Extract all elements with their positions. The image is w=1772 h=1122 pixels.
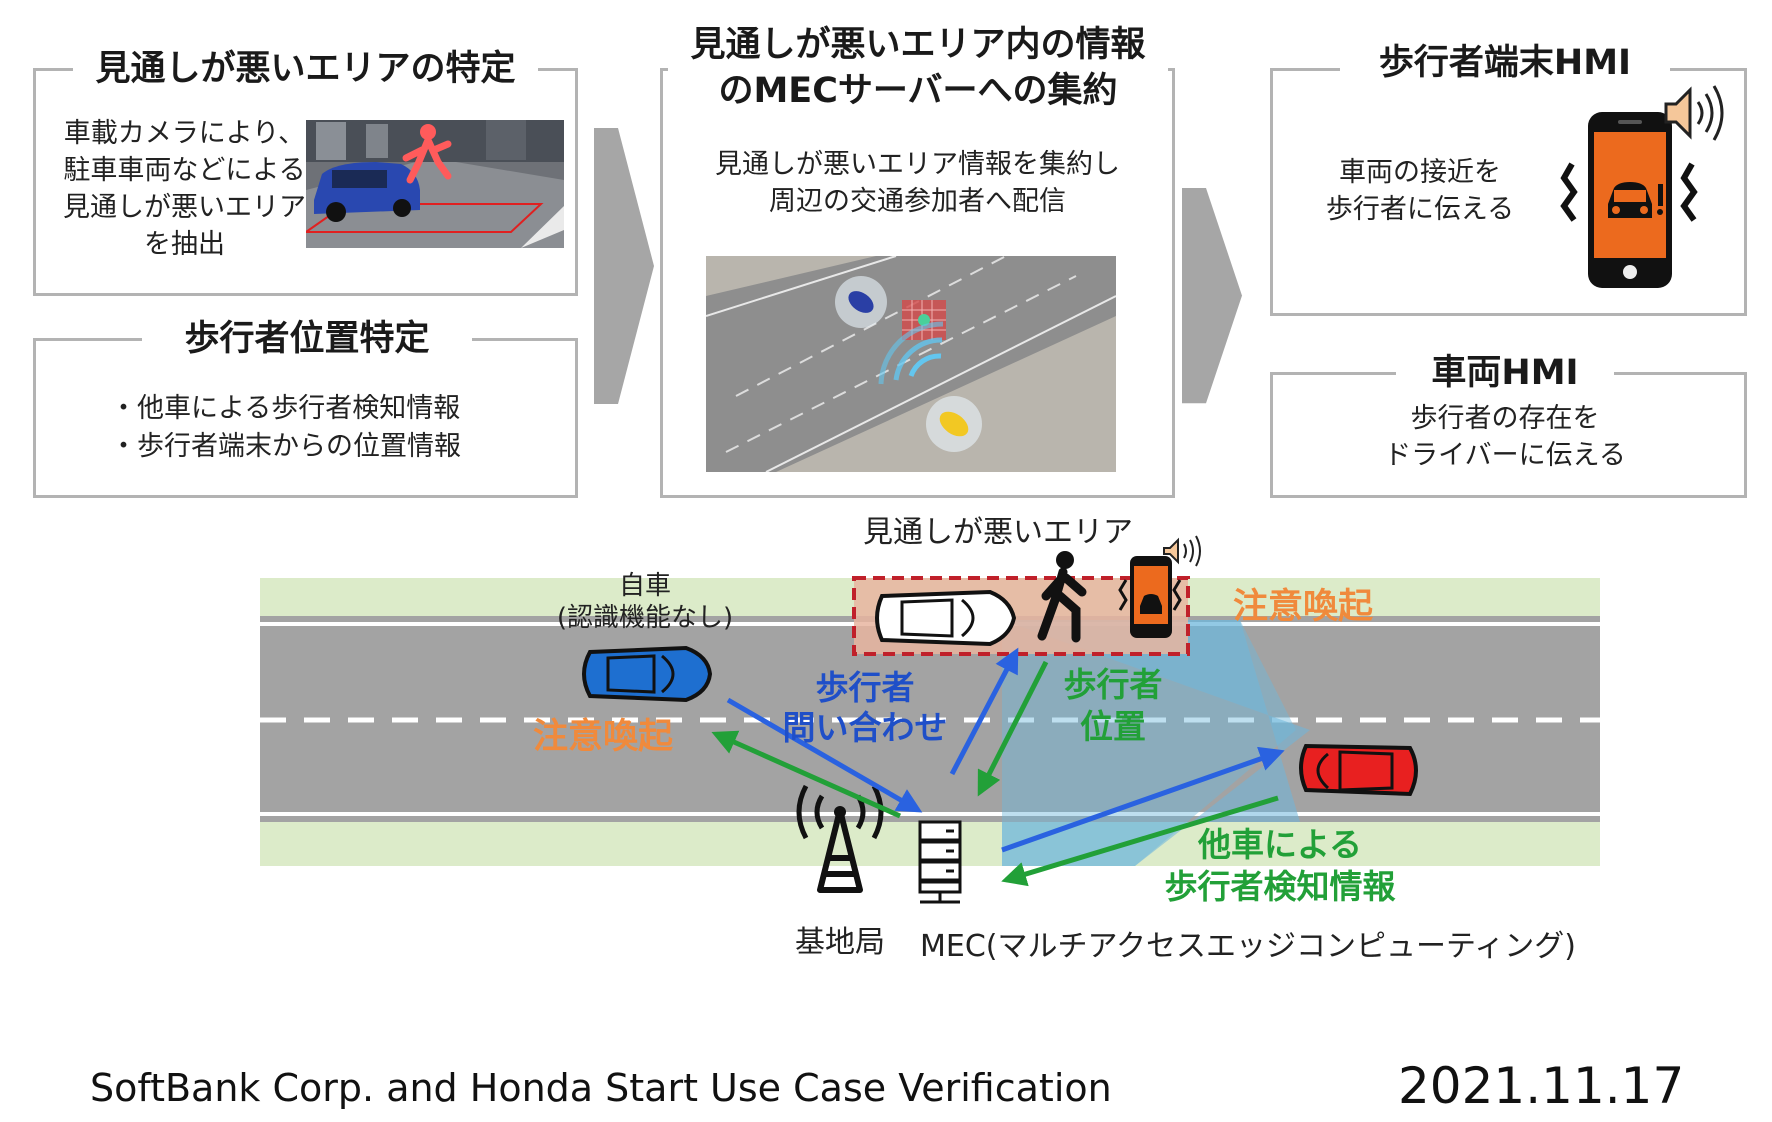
panel-pedestrian-position-title: 歩行者位置特定 bbox=[142, 316, 472, 362]
text-line: 歩行者の存在を bbox=[1410, 403, 1600, 434]
title-line: 見通しが悪いエリア内の情報 bbox=[690, 25, 1146, 65]
flow-arrow-1 bbox=[594, 128, 654, 404]
other-vehicle-car bbox=[1299, 743, 1418, 797]
text-line: を抽出 bbox=[144, 229, 225, 260]
parked-car bbox=[875, 589, 1017, 647]
text-line: 見通しが悪いエリア bbox=[63, 192, 306, 223]
panel-vehicle-hmi-text: 歩行者の存在を ドライバーに伝える bbox=[1340, 400, 1670, 474]
label-line: 歩行者 bbox=[815, 668, 915, 707]
panel-vehicle-hmi-title: 車両HMI bbox=[1396, 350, 1614, 396]
flow-arrow-2 bbox=[1182, 188, 1242, 404]
arrow-detection-to-mec bbox=[1001, 795, 1279, 887]
panel-pedestrian-hmi-text: 車両の接近を 歩行者に伝える bbox=[1300, 154, 1540, 228]
panel-mec-aggregation-text: 見通しが悪いエリア情報を集約し 周辺の交通参加者へ配信 bbox=[670, 146, 1165, 220]
arrow-position-to-mec bbox=[977, 660, 1049, 797]
label-line: 他車による bbox=[1197, 825, 1362, 864]
text-line: 車両の接近を bbox=[1339, 157, 1501, 188]
panel-area-identification-text: 車載カメラにより、 駐車車両などによる 見通しが悪いエリア を抽出 bbox=[52, 115, 317, 263]
text-line: 歩行者に伝える bbox=[1325, 194, 1515, 225]
label-line: 位置 bbox=[1080, 707, 1146, 746]
footer-title: SoftBank Corp. and Honda Start Use Case … bbox=[90, 1066, 1112, 1110]
pedestrian-position-label: 歩行者 位置 bbox=[1038, 664, 1188, 748]
text-line: 車載カメラにより、 bbox=[63, 118, 306, 149]
panel-pedestrian-position bbox=[33, 338, 578, 498]
mec-server-icon bbox=[918, 820, 962, 904]
arrow-alert-to-own-car bbox=[711, 730, 902, 819]
base-station-icon bbox=[796, 784, 884, 893]
label-line: 歩行者検知情報 bbox=[1164, 867, 1396, 906]
aerial-road-image bbox=[706, 256, 1116, 472]
text-line: 見通しが悪いエリア情報を集約し bbox=[715, 149, 1120, 180]
text-line: 周辺の交通参加者へ配信 bbox=[769, 186, 1066, 217]
own-vehicle-label: 自車 bbox=[618, 571, 671, 601]
arrow-query-to-other-car bbox=[1001, 746, 1285, 853]
title-line: のMECサーバーへの集約 bbox=[718, 71, 1118, 111]
pedestrian-query-label: 歩行者 問い合わせ bbox=[770, 668, 960, 748]
text-line: ドライバーに伝える bbox=[1384, 440, 1626, 471]
list-item: ・他車による歩行者検知情報 bbox=[110, 393, 461, 424]
panel-area-identification-title: 見通しが悪いエリアの特定 bbox=[73, 46, 538, 92]
panel-mec-aggregation-title: 見通しが悪いエリア内の情報 のMECサーバーへの集約 bbox=[668, 22, 1168, 114]
road-scenario-diagram bbox=[260, 535, 1600, 904]
arrow-query-to-pedestrian bbox=[949, 647, 1019, 776]
base-station-label: 基地局 bbox=[795, 925, 885, 960]
alert-label-pedestrian: 注意喚起 bbox=[1232, 587, 1373, 627]
street-camera-image bbox=[306, 120, 564, 248]
label-line: 歩行者 bbox=[1063, 665, 1163, 704]
panel-pedestrian-hmi-title: 歩行者端末HMI bbox=[1340, 40, 1670, 86]
pedestrian-phone-icon bbox=[1118, 535, 1201, 638]
mec-label: MEC(マルチアクセスエッジコンピューティング) bbox=[920, 929, 1576, 964]
poor-visibility-area-label: 見通しが悪いエリア bbox=[863, 515, 1133, 550]
list-item: ・歩行者端末からの位置情報 bbox=[110, 431, 461, 462]
text-line: 駐車車両などによる bbox=[63, 155, 306, 186]
pedestrian-icon bbox=[1037, 551, 1087, 643]
alert-label-own-vehicle: 注意喚起 bbox=[532, 717, 673, 757]
other-vehicle-detection-label: 他車による 歩行者検知情報 bbox=[1150, 824, 1410, 908]
panel-pedestrian-position-list: ・他車による歩行者検知情報 ・歩行者端末からの位置情報 bbox=[110, 390, 461, 466]
detection-area bbox=[1002, 620, 1310, 866]
label-line: 問い合わせ bbox=[782, 708, 948, 747]
own-vehicle-note: (認識機能なし) bbox=[556, 603, 734, 633]
footer-date: 2021.11.17 bbox=[1398, 1057, 1685, 1115]
smartphone-alert-icon bbox=[1560, 85, 1724, 288]
own-vehicle-car bbox=[582, 645, 713, 703]
arrow-query-from-own-car bbox=[726, 697, 923, 813]
